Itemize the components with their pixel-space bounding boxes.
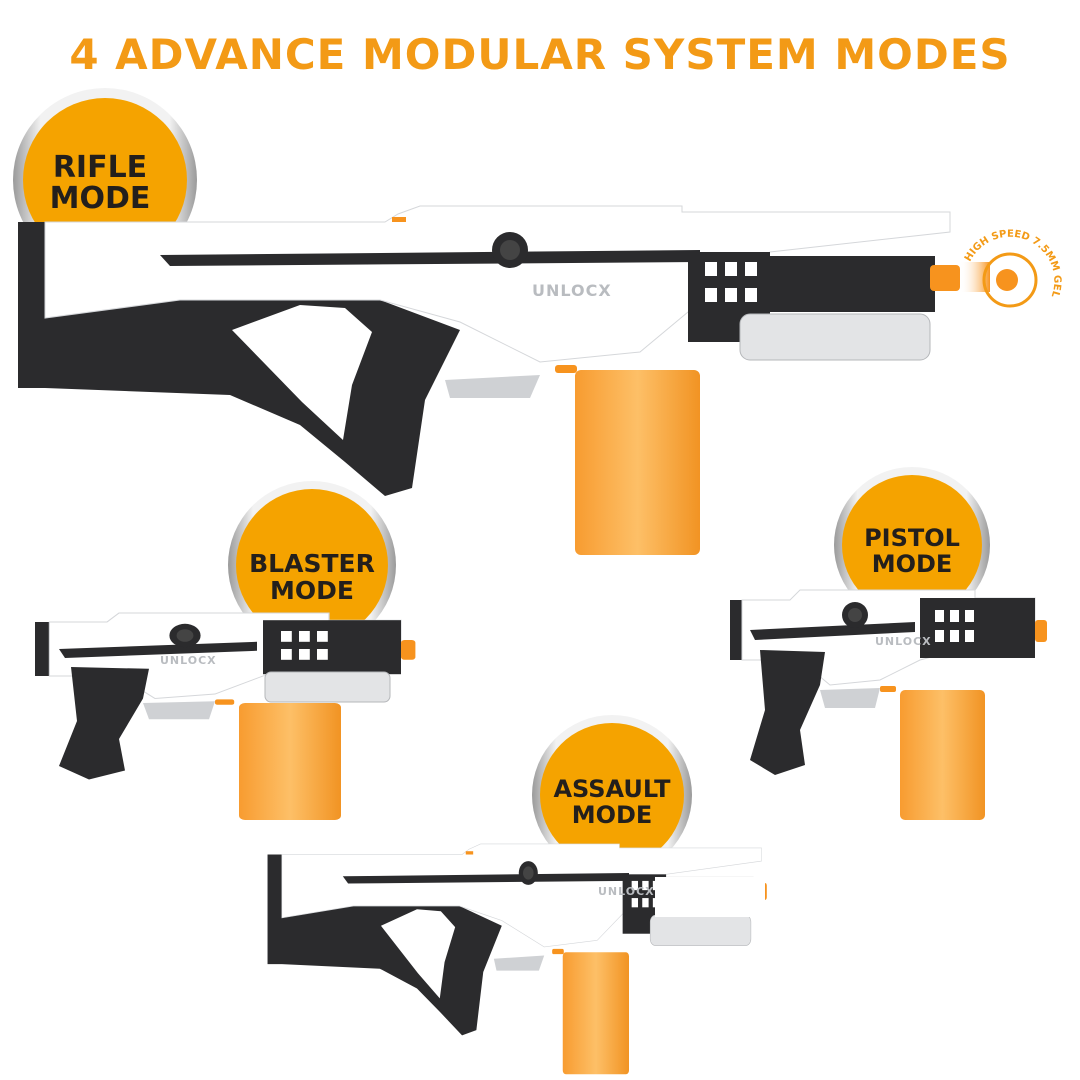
brand-logo: UNLOCX: [598, 885, 655, 898]
badge-blaster-line2: MODE: [270, 576, 354, 605]
blaster-mode-blaster: UNLOCX: [34, 612, 417, 821]
rifle-mode-blaster: UNLOCX: [17, 205, 961, 556]
assault-mode-blaster: UNLOCX: [267, 843, 768, 1075]
brand-logo: UNLOCX: [532, 281, 612, 300]
badge-assault-mode: ASSAULT MODE: [532, 715, 692, 875]
pistol-mode-blaster: UNLOCX: [729, 589, 1048, 821]
brand-logo: UNLOCX: [160, 654, 217, 667]
badge-assault-line1: ASSAULT: [553, 775, 671, 803]
brand-logo: UNLOCX: [875, 635, 932, 648]
headline: 4 ADVANCE MODULAR SYSTEM MODES: [69, 30, 1011, 79]
badge-blaster-line1: BLASTER: [249, 549, 375, 578]
badge-assault-line2: MODE: [572, 801, 653, 829]
badge-blaster-mode: BLASTER MODE: [228, 481, 396, 649]
badge-pistol-line2: MODE: [872, 550, 953, 578]
gel-ball-icon: [996, 269, 1018, 291]
badge-pistol-mode: PISTOL MODE: [834, 467, 990, 623]
badge-rifle-line1: RIFLE: [53, 150, 147, 185]
badge-rifle-line2: MODE: [50, 181, 151, 216]
badge-pistol-line1: PISTOL: [864, 524, 960, 552]
